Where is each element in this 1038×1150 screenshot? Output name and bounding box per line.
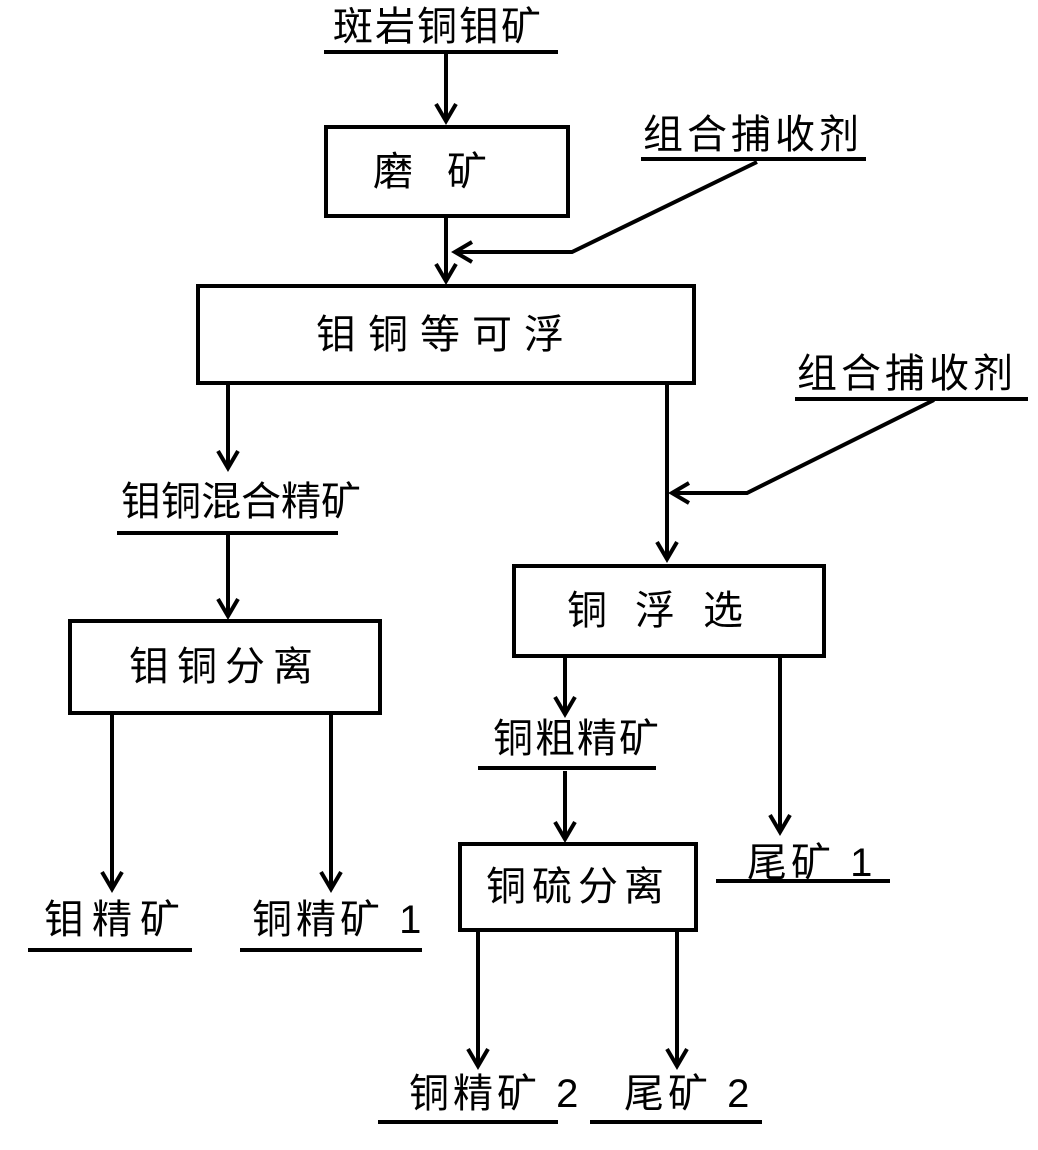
arrow-grinding-to-bulk-head — [434, 262, 458, 285]
arrow-mocusep-to-moconc-head — [100, 870, 124, 893]
stream-mo-cu-mixed-concentrate-label: 钼铜混合精矿 — [121, 480, 361, 524]
collector-2-feed-head — [668, 481, 691, 505]
arrow-mixed-to-mocusep-head — [216, 597, 240, 620]
arrow-bulk-to-cuflot-head — [655, 540, 679, 563]
collector-1-feed-head — [451, 240, 474, 264]
process-box-bulk-flotation: 钼铜等可浮 — [196, 284, 696, 385]
stream-cu-concentrate-1-label: 铜精矿 1 — [252, 898, 426, 942]
collector-1-feed-line — [455, 160, 758, 254]
arrow-cuflot-to-tail1-head — [768, 813, 792, 836]
arrow-mocusep-to-cuconc1-head — [319, 870, 343, 893]
process-box-cu-s-separation: 铜硫分离 — [458, 842, 698, 932]
reagent-collector-1-label: 组合捕收剂 — [643, 113, 863, 157]
arrow-bulk-to-mixed-head — [216, 449, 240, 472]
stream-cu-rough-concentrate-label: 铜粗精矿 — [493, 717, 661, 761]
stream-cu-concentrate-2-label: 铜精矿 2 — [409, 1072, 583, 1116]
source-label: 斑岩铜钼矿 — [333, 5, 543, 49]
process-box-mo-cu-separation: 钼铜分离 — [68, 619, 382, 715]
reagent-collector-2-label: 组合捕收剂 — [797, 352, 1017, 396]
arrow-cussep-to-cuconc2-head — [466, 1047, 490, 1070]
stream-mo-concentrate-label: 钼精矿 — [44, 898, 188, 942]
collector-2-feed-line — [672, 398, 935, 495]
arrow-cussep-to-tail2-head — [665, 1047, 689, 1070]
stream-tailings-2-label: 尾矿 2 — [624, 1072, 754, 1116]
arrow-rough-to-cussep-head — [553, 820, 577, 843]
arrow-cuflot-to-rough-head — [553, 695, 577, 718]
process-box-cu-flotation: 铜浮选 — [512, 564, 826, 658]
arrow-source-to-grinding-head — [434, 102, 458, 125]
process-box-grinding: 磨矿 — [324, 125, 570, 218]
stream-tailings-1-label: 尾矿 1 — [747, 841, 877, 885]
